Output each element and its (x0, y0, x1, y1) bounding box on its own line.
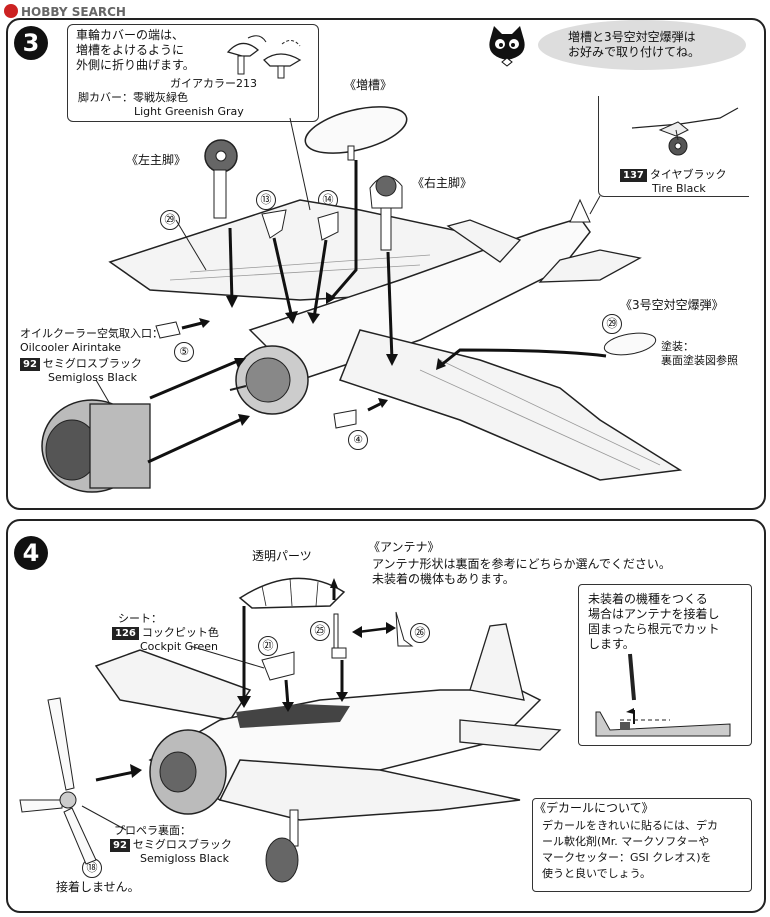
propeller-paint-en: Semigloss Black (140, 852, 230, 865)
no-antenna-text: 未装着の機種をつくる 場合はアンテナを接着し 固まったら根元でカット します。 (588, 592, 720, 651)
part-18-note: 接着しません。 (56, 880, 140, 894)
antenna-title: 《アンテナ》 (368, 540, 440, 554)
hobby-search-logo: HOBBY SEARCH (4, 4, 126, 19)
clear-parts-label: 透明パーツ (252, 549, 312, 563)
oilcooler-paint-en: Semigloss Black (48, 371, 138, 384)
part-29-b: ㉙ (602, 314, 622, 334)
seat-label: シート： (118, 612, 162, 625)
fold-cover-callout (67, 24, 319, 122)
decal-box (532, 798, 752, 892)
left-gear-label: 《左主脚》 (126, 153, 187, 167)
propeller-label: プロペラ裏面： (114, 824, 191, 837)
seat-paint-en: Cockpit Green (140, 640, 218, 653)
part-26: ㉖ (410, 623, 430, 643)
antenna-text: アンテナ形状は裏面を参考にどちらか選んでください。 未装着の機体もあります。 (372, 557, 671, 586)
bomb-label: 《3号空対空爆弾》 (620, 298, 724, 312)
part-25: ㉕ (310, 621, 330, 641)
no-antenna-box (578, 584, 752, 746)
part-21: ㉑ (258, 636, 278, 656)
oilcooler-en: Oilcooler Airintake (20, 341, 122, 354)
fold-cover-text: 車輪カバーの端は、 増槽をよけるように 外側に折り曲げます。 (76, 28, 195, 72)
tire-paint-jp: タイヤブラック (649, 168, 727, 181)
right-gear-label: 《右主脚》 (412, 176, 473, 190)
cat-mascot-icon (489, 26, 525, 67)
propeller-paint-code: 92 (110, 839, 130, 852)
speech-text: 増槽と3号空対空爆弾は お好みで取り付けてね。 (568, 30, 701, 59)
part-29-a: ㉙ (160, 210, 180, 230)
tire-diagram (631, 107, 739, 156)
tire-paint-code: 137 (620, 169, 647, 182)
step-4-number: 4 (14, 536, 48, 570)
tire-paint-en: Tire Black (652, 182, 706, 195)
part-13: ⑬ (256, 190, 276, 210)
logo-text: HOBBY SEARCH (21, 5, 126, 19)
seat-paint-jp: コックピット色 (141, 626, 219, 639)
seat-paint-code: 126 (112, 627, 139, 640)
fold-paint-en: Light Greenish Gray (134, 105, 244, 118)
step-3-aircraft-drawing (41, 106, 683, 493)
part-5: ⑤ (174, 342, 194, 362)
bomb-paint-note: 塗装： 裏面塗装図参照 (661, 340, 738, 367)
decal-title: 《デカールについて》 (534, 801, 654, 815)
propeller-paint-jp: セミグロスブラック (132, 838, 232, 851)
droptank-label: 《増槽》 (344, 78, 393, 92)
oilcooler-jp: オイルクーラー空気取入口： (20, 327, 163, 340)
oilcooler-paint-code: 92 (20, 358, 40, 371)
gear-cover-diagram (226, 35, 302, 79)
logo-mark-icon (4, 4, 18, 18)
step-3-number: 3 (14, 26, 48, 60)
antenna-cut-diagram (595, 653, 731, 737)
speech-bubble (538, 20, 746, 70)
decal-text: デカールをきれいに貼るには、デカ ール軟化剤(Mr. マークソフターや マークセ… (542, 819, 718, 880)
fold-paint-maker: ガイアカラー213 (170, 77, 257, 90)
oilcooler-paint-jp: セミグロスブラック (42, 357, 142, 370)
part-4: ④ (348, 430, 368, 450)
fold-paint-label: 脚カバー：零戦灰緑色 (78, 91, 188, 104)
